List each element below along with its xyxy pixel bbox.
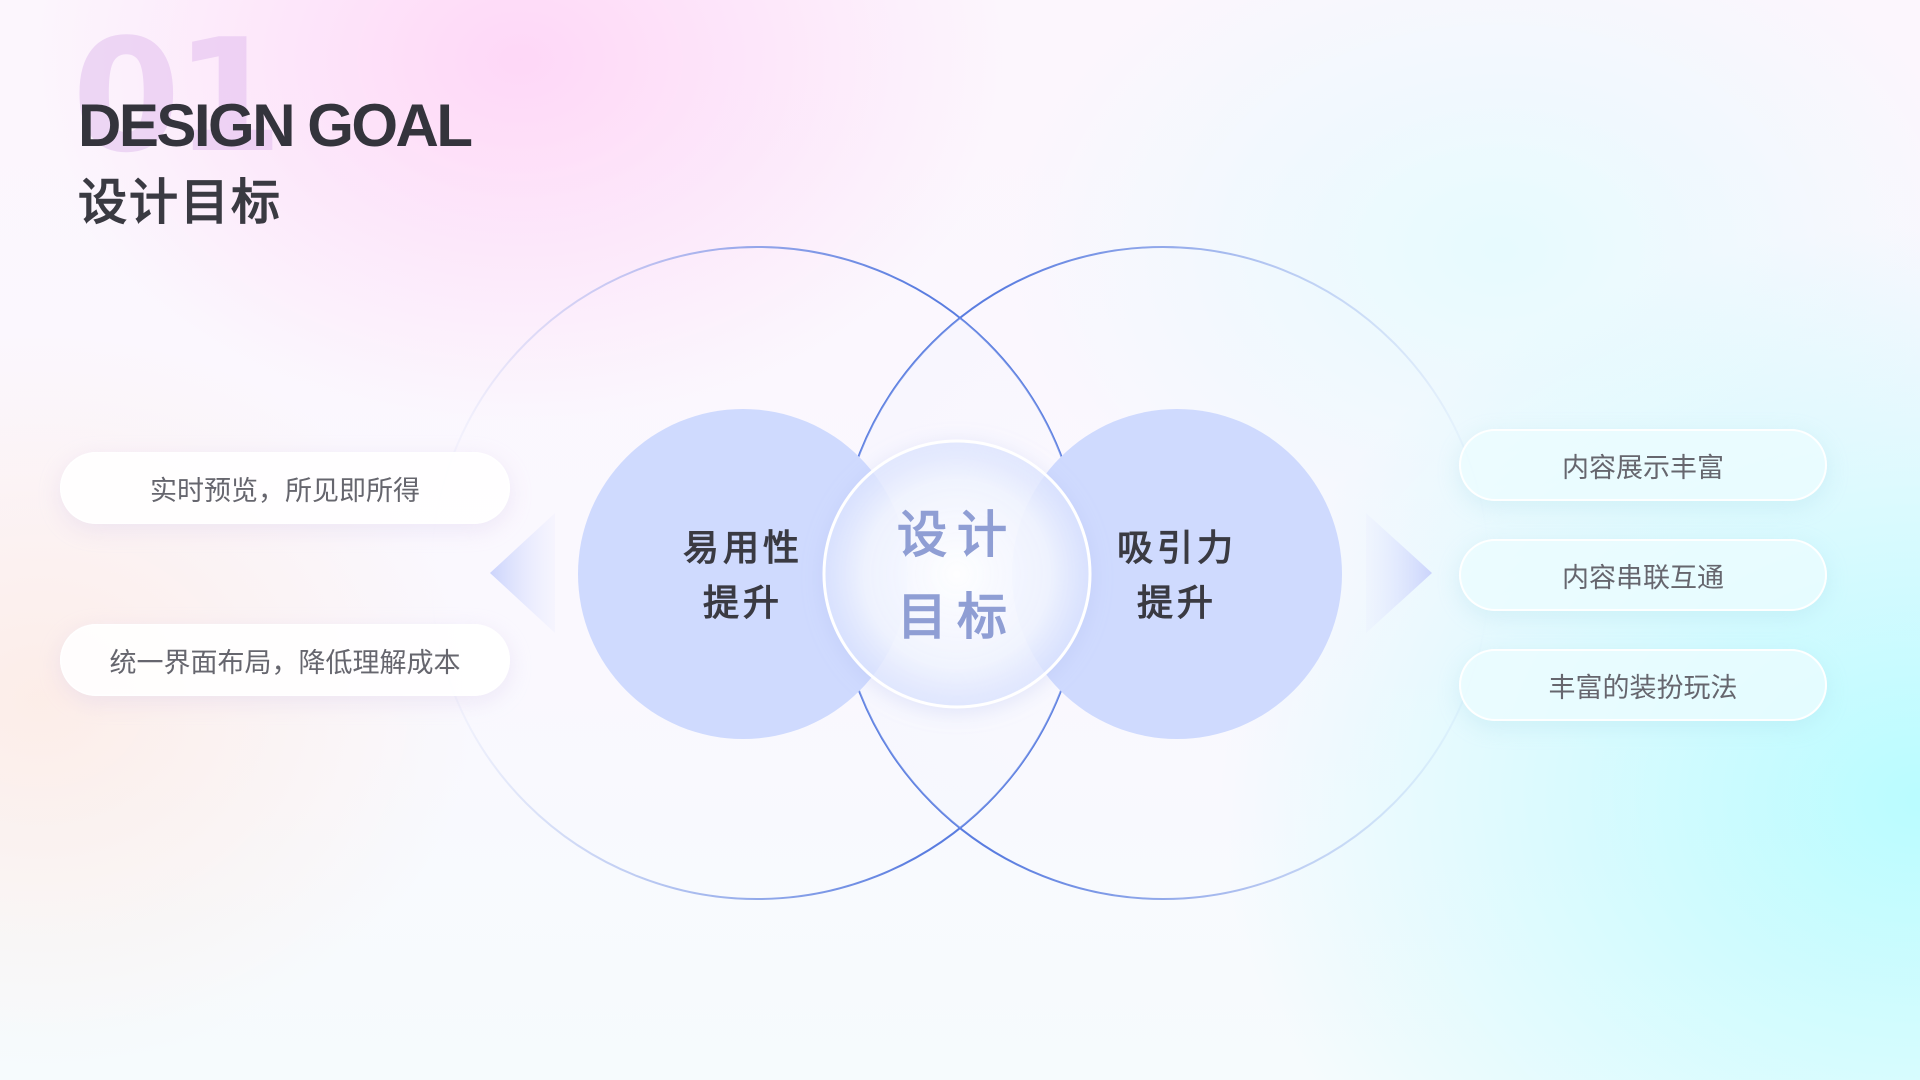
- left-point-text: 实时预览，所见即所得: [150, 475, 420, 507]
- left-point-text: 统一界面布局，降低理解成本: [109, 647, 461, 679]
- center-circle: [822, 439, 1092, 709]
- header-number: 01: [72, 5, 283, 187]
- page-subtitle: 设计目标: [78, 174, 283, 231]
- center-label-line1: 设计: [897, 506, 1017, 564]
- right-point-pill: 丰富的装扮玩法: [1459, 649, 1827, 721]
- left-goal-label-line1: 易用性: [683, 528, 803, 569]
- right-point-pill: 内容串联互通: [1459, 539, 1827, 611]
- right-goal-label-line1: 吸引力: [1117, 528, 1237, 569]
- page-title: DESIGN GOAL: [78, 92, 473, 159]
- center-label-line2: 目标: [897, 588, 1017, 646]
- right-point-text: 丰富的装扮玩法: [1548, 672, 1738, 704]
- left-goal-circle: [578, 409, 908, 739]
- left-point-pill: 实时预览，所见即所得: [60, 452, 510, 524]
- overlap-lens: [837, 247, 1083, 899]
- right-goal-label-line2: 提升: [1137, 583, 1217, 624]
- right-goal-circle: [1012, 409, 1342, 739]
- right-point-text: 内容串联互通: [1562, 562, 1724, 594]
- right-arrow: [1366, 513, 1432, 633]
- left-point-pill: 统一界面布局，降低理解成本: [60, 624, 510, 696]
- right-point-text: 内容展示丰富: [1562, 452, 1724, 484]
- right-point-pill: 内容展示丰富: [1459, 429, 1827, 501]
- left-goal-label-line2: 提升: [703, 583, 783, 624]
- left-arrow: [490, 513, 555, 633]
